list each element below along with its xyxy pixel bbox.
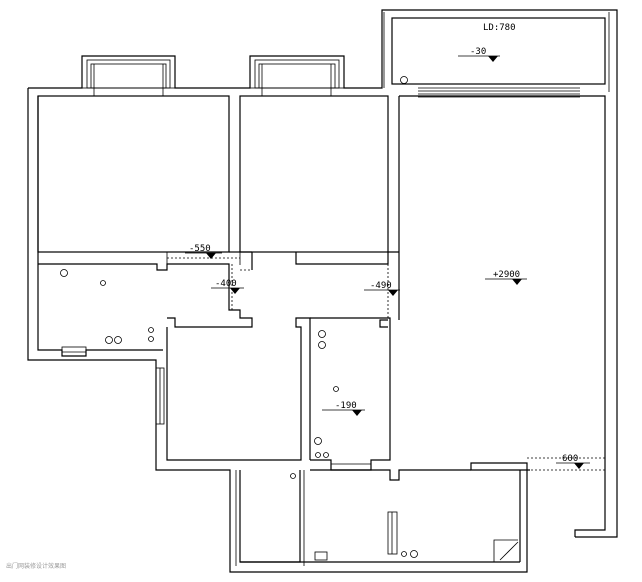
kitchen-step-level-label: 600 [562,454,578,464]
level-mark-balcony: LD:780 -30 [458,23,516,62]
bathroom-level-label: -190 [335,401,357,411]
bedroom-left [37,95,230,253]
level-mark-corridor-left: -400 [211,279,244,294]
bathroom [310,317,391,471]
kitchen [310,469,521,562]
corridor-right-level-label: -490 [370,281,392,291]
level-mark-living-room: +2900 [485,270,527,285]
balcony-top [383,12,610,98]
living-room-level-label: +2900 [493,270,520,280]
bedroom-lower [155,317,311,461]
utility-room-left [38,251,253,328]
corridor-left-level-label: -400 [215,279,237,289]
living-room [398,95,606,537]
window-bay-left [81,55,176,96]
watermark: 出门网装修设计效果图 [6,562,66,570]
balcony-ld-label: LD:780 [483,23,516,33]
level-mark-bathroom: -190 [322,401,365,416]
level-mark-kitchen-step: 600 [556,454,590,469]
bedroom-middle [239,95,389,265]
balcony-level-label: -30 [470,47,486,57]
window-bay-middle [249,55,345,96]
storage-lower-left [235,470,520,566]
level-mark-bedroom-left: -550 [185,244,222,259]
bedroom-left-level-label: -550 [189,244,211,254]
level-mark-corridor-right: -490 [364,281,400,296]
central-corridor [295,251,399,328]
fixtures [60,76,418,561]
window-utility [61,346,87,357]
